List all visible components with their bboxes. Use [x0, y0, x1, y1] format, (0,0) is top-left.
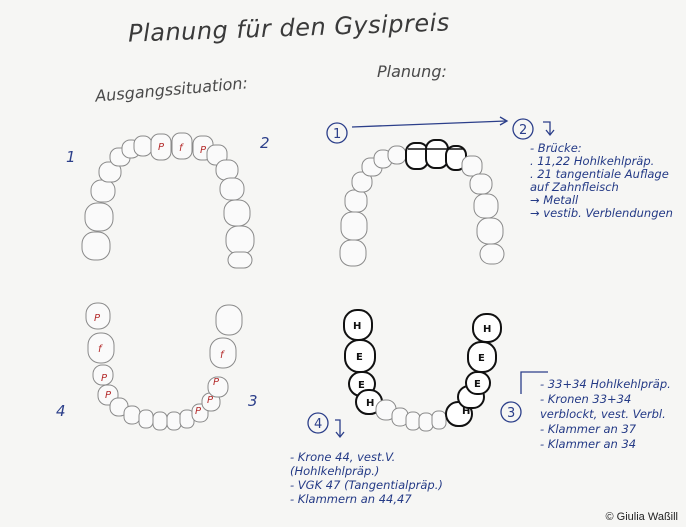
plan-left-mark-1: H: [353, 321, 361, 332]
upper-mark-2: f: [179, 143, 184, 154]
lower-left-mark-1: P: [94, 313, 101, 324]
step-markers: 1 2 3 4: [307, 116, 555, 439]
note-3-line-2: - Kronen 33+34: [540, 392, 632, 406]
plan-left-mark-2: E: [356, 352, 363, 363]
plan-left-mark-3: E: [358, 380, 365, 391]
plan-right-mark-4: H: [462, 406, 470, 417]
note-4-line-2: (Hohlkehlpräp.): [290, 464, 380, 478]
plan-right-mark-2: E: [478, 353, 485, 364]
lower-right-mark-1: f: [220, 350, 225, 361]
lower-left-mark-3: P: [101, 373, 108, 384]
step-2-number: 2: [519, 123, 527, 138]
lower-right-mark-4: P: [195, 406, 202, 417]
lower-right-mark-3: P: [207, 395, 214, 406]
quadrant-2-label: 2: [260, 134, 270, 152]
note-2-line-5: → Metall: [530, 193, 579, 207]
quadrant-1-label: 1: [66, 148, 76, 166]
quadrant-4-label: 4: [56, 402, 66, 420]
heading-planning: Planung:: [377, 62, 447, 81]
note-2-line-1: - Brücke:: [530, 141, 582, 155]
lower-left-mark-4: P: [105, 390, 112, 401]
step-3-number: 3: [507, 406, 515, 421]
plan-left-mark-4: H: [366, 398, 374, 409]
notes-step-2: - Brücke: . 11,22 Hohlkehlpräp. . 21 tan…: [530, 142, 673, 220]
lower-left-mark-2: f: [98, 344, 103, 355]
upper-mark-3: P: [200, 145, 207, 156]
lower-arch-planning: H E E H H E E H: [343, 309, 502, 432]
lower-arch-initial: P f P P f P P P: [85, 302, 243, 431]
upper-arch-planning: [339, 139, 505, 267]
quadrant-3-label: 3: [248, 392, 258, 410]
step-4-number: 4: [314, 417, 322, 432]
note-3-line-1: - 33+34 Hohlkehlpräp.: [540, 377, 671, 391]
note-3-line-4: - Klammer an 37: [540, 422, 637, 436]
plan-right-mark-3: E: [474, 379, 481, 390]
lower-right-mark-2: P: [213, 377, 220, 388]
note-4-line-4: - Klammern an 44,47: [290, 492, 412, 506]
step-1-number: 1: [333, 127, 341, 142]
upper-arch-initial: P f P: [81, 132, 255, 269]
copyright-notice: © Giulia Waßill: [605, 511, 678, 523]
note-4-line-3: - VGK 47 (Tangentialpräp.): [290, 478, 443, 492]
note-2-line-3: . 21 tangentiale Auflage: [530, 167, 669, 181]
note-2-line-2: . 11,22 Hohlkehlpräp.: [530, 154, 655, 168]
notes-step-3: - 33+34 Hohlkehlpräp. - Kronen 33+34 ver…: [540, 377, 671, 452]
notes-step-4: - Krone 44, vest.V. (Hohlkehlpräp.) - VG…: [290, 450, 443, 506]
note-3-line-5: - Klammer an 34: [540, 437, 637, 451]
note-2-line-6: → vestib. Verblendungen: [530, 206, 673, 220]
plan-right-mark-1: H: [483, 324, 491, 335]
upper-mark-1: P: [158, 142, 165, 153]
note-4-line-1: - Krone 44, vest.V.: [290, 450, 396, 464]
note-2-line-4: auf Zahnfleisch: [530, 180, 619, 194]
note-3-line-3: verblockt, vest. Verbl.: [540, 407, 666, 421]
